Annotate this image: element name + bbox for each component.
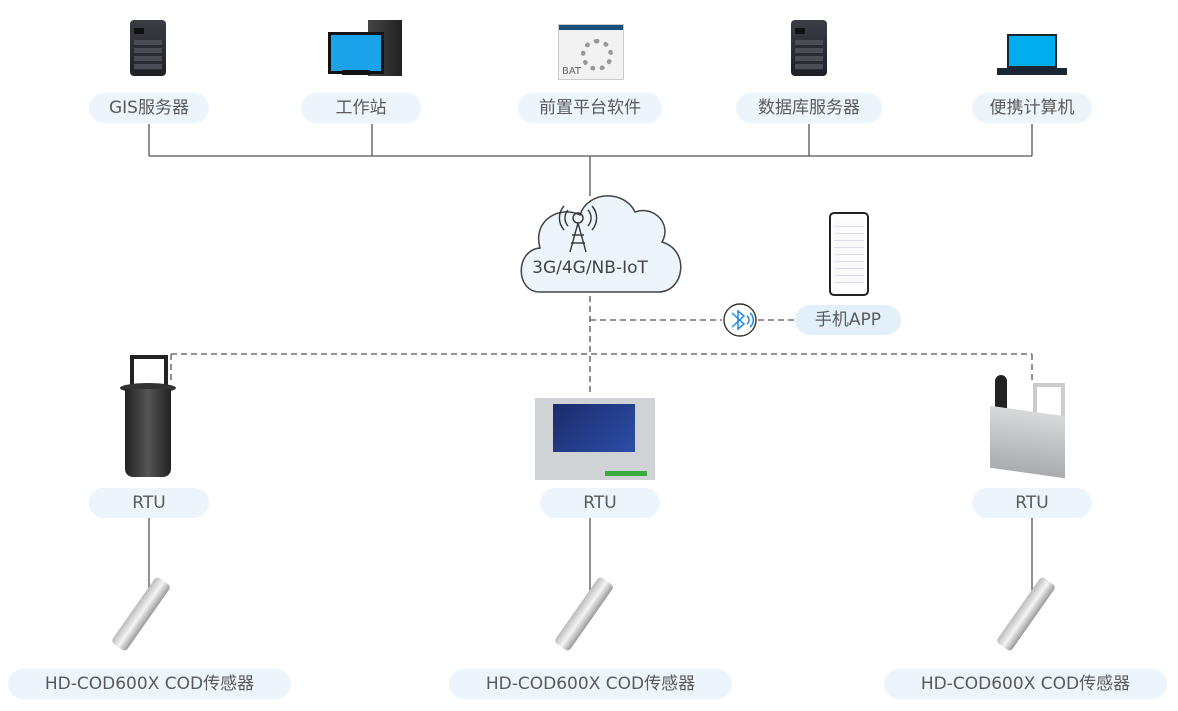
top-node-label: 工作站 xyxy=(301,93,421,123)
network-label: 3G/4G/NB-IoT xyxy=(532,258,648,278)
network-cloud xyxy=(520,195,682,293)
laptop-icon xyxy=(997,34,1067,78)
workstation-icon xyxy=(328,20,404,78)
sensor-label: HD-COD600X COD传感器 xyxy=(884,669,1167,699)
server-icon xyxy=(791,20,827,76)
cell-tower-icon xyxy=(558,205,598,253)
rtu-cylinder-icon xyxy=(120,355,176,480)
rtu-label: RTU xyxy=(972,488,1092,518)
rtu-box-icon xyxy=(985,375,1075,480)
server-icon xyxy=(130,20,166,76)
bat-software-icon: BAT xyxy=(558,24,624,80)
top-node-label: 便携计算机 xyxy=(972,93,1092,123)
sensor-label: HD-COD600X COD传感器 xyxy=(449,669,732,699)
top-node-label: GIS服务器 xyxy=(89,93,209,123)
smartphone-icon xyxy=(829,212,869,296)
rtu-label: RTU xyxy=(89,488,209,518)
bluetooth-icon xyxy=(731,309,755,331)
sensor-label: HD-COD600X COD传感器 xyxy=(8,669,291,699)
mobile-app-label: 手机APP xyxy=(795,305,901,335)
rtu-label: RTU xyxy=(540,488,660,518)
top-node-label: 前置平台软件 xyxy=(518,93,662,123)
top-node-label: 数据库服务器 xyxy=(736,93,882,123)
rtu-touchscreen-icon xyxy=(535,398,655,480)
